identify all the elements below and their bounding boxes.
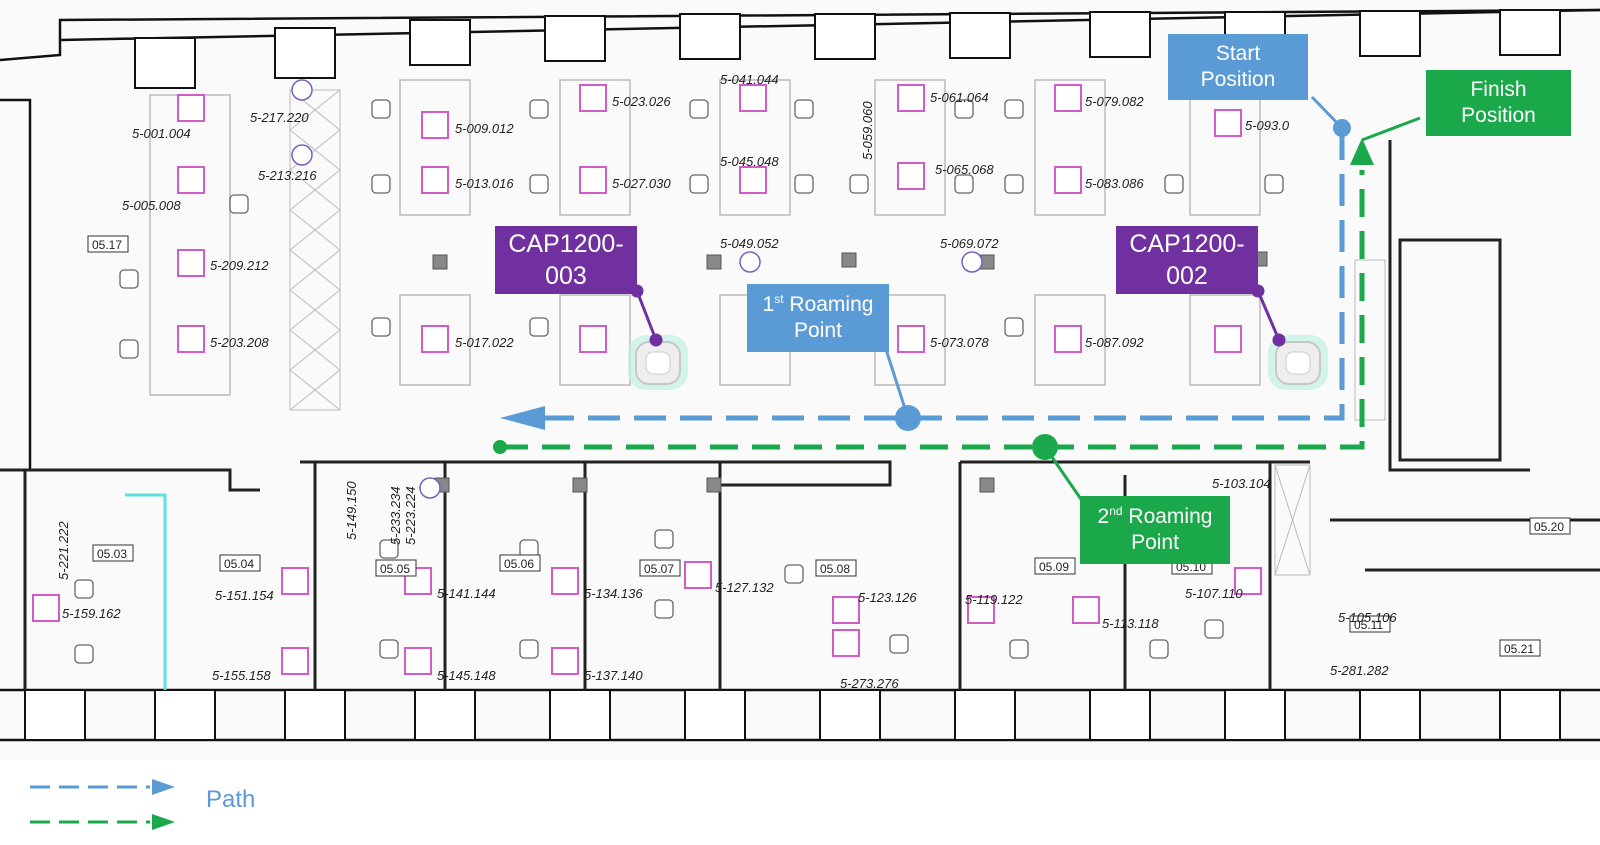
room-05-07: 05.07 bbox=[644, 562, 674, 576]
desk-label: 5-087.092 bbox=[1085, 335, 1144, 350]
ap-left-line2: 003 bbox=[545, 262, 587, 290]
blue-path bbox=[500, 95, 1351, 431]
access-point-002[interactable] bbox=[1268, 335, 1328, 390]
ap-left-line1: CAP1200- bbox=[508, 230, 624, 258]
desk-label: 5-145.148 bbox=[437, 668, 496, 683]
desk-label: 5-041.044 bbox=[720, 72, 779, 87]
desk-label: 5-281.282 bbox=[1330, 663, 1389, 678]
desk-label: 5-103.104 bbox=[1212, 476, 1271, 491]
desk-labels: 5-001.004 5-005.008 5-217.220 5-213.216 … bbox=[56, 72, 1397, 691]
desk-label: 5-045.048 bbox=[720, 154, 779, 169]
top-window-bays bbox=[134, 9, 1561, 89]
desk-label: 5-203.208 bbox=[210, 335, 269, 350]
access-point-003[interactable] bbox=[628, 335, 688, 390]
desk-label: 5-127.132 bbox=[715, 580, 774, 595]
desk-label: 5-009.012 bbox=[455, 121, 514, 136]
desk-label: 5-151.154 bbox=[215, 588, 274, 603]
desk-label: 5-005.008 bbox=[122, 198, 181, 213]
desk-label: 5-137.140 bbox=[584, 668, 643, 683]
ap-label-cap1200-002: CAP1200- 002 bbox=[1116, 226, 1258, 294]
desk-label: 5-155.158 bbox=[212, 668, 271, 683]
desk-label: 5-027.030 bbox=[612, 176, 671, 191]
storage-cabinets bbox=[289, 89, 1386, 576]
desk-label: 5-159.162 bbox=[62, 606, 121, 621]
green-path bbox=[493, 116, 1421, 506]
room-05-06: 05.06 bbox=[504, 557, 534, 571]
desk-label: 5-069.072 bbox=[940, 236, 999, 251]
desk-label: 5-141.144 bbox=[437, 586, 496, 601]
bottom-window-bays bbox=[24, 689, 1561, 741]
desk-label: 5-221.222 bbox=[56, 521, 71, 580]
start-line2: Position bbox=[1200, 68, 1276, 91]
finish-line2: Position bbox=[1461, 104, 1536, 127]
desk-label: 5-013.016 bbox=[455, 176, 514, 191]
finish-line1: Finish bbox=[1470, 77, 1527, 101]
roam2-sup: nd bbox=[1109, 503, 1123, 518]
desk-label: 5-113.118 bbox=[1102, 616, 1159, 631]
desk-label: 5-061.064 bbox=[930, 90, 989, 105]
room-05-03: 05.03 bbox=[97, 547, 127, 561]
desk-label: 5-213.216 bbox=[258, 168, 317, 183]
roam1-num: 1 bbox=[762, 292, 775, 316]
room-05-11: 05.11 bbox=[1354, 618, 1383, 632]
desk-label: 5-209.212 bbox=[210, 258, 269, 273]
cyan-door-frame bbox=[125, 493, 167, 690]
network-outlets bbox=[32, 84, 1262, 675]
desk-label: 5-079.082 bbox=[1085, 94, 1144, 109]
roam1-line2: Point bbox=[794, 319, 842, 342]
desk-label: 5-123.126 bbox=[858, 590, 917, 605]
desk-label: 5-093.0 bbox=[1245, 118, 1290, 133]
desk-label: 5-119.122 bbox=[965, 592, 1023, 607]
round-outlets bbox=[291, 79, 983, 499]
desk-label: 5-273.276 bbox=[840, 676, 899, 691]
roam2-rest: Roaming bbox=[1122, 504, 1213, 528]
room-05-05: 05.05 bbox=[380, 562, 410, 576]
room-05-21: 05.21 bbox=[1504, 642, 1534, 656]
desk-label: 5-065.068 bbox=[935, 162, 994, 177]
room-05-09: 05.09 bbox=[1039, 560, 1069, 574]
desk-label: 5-134.136 bbox=[584, 586, 643, 601]
desk-label: 5-107.110 bbox=[1185, 586, 1243, 601]
desk-label: 5-023.026 bbox=[612, 94, 671, 109]
desk-label: 5-105.106 bbox=[1338, 610, 1397, 625]
desk-label: 5-049.052 bbox=[720, 236, 779, 251]
legend-path-label: Path bbox=[206, 786, 256, 813]
desk-label: 5-001.004 bbox=[132, 126, 191, 141]
ap-right-line2: 002 bbox=[1166, 262, 1208, 290]
room-05-08: 05.08 bbox=[820, 562, 850, 576]
desk-label: 5-149.150 bbox=[344, 481, 359, 540]
start-line1: Start bbox=[1215, 41, 1261, 65]
ap-label-cap1200-003: CAP1200- 003 bbox=[495, 226, 637, 294]
room-05-17: 05.17 bbox=[92, 238, 122, 252]
desk-label: 5-059.060 bbox=[860, 101, 875, 160]
roam1-rest: Roaming bbox=[783, 292, 874, 316]
desk-clusters bbox=[149, 79, 1261, 396]
desk-label: 5-073.078 bbox=[930, 335, 989, 350]
room-05-20: 05.20 bbox=[1534, 520, 1564, 534]
ap-right-line1: CAP1200- bbox=[1129, 230, 1245, 258]
desk-label: 5-083.086 bbox=[1085, 176, 1144, 191]
roam2-num: 2 bbox=[1097, 504, 1110, 528]
roam1-sup: st bbox=[774, 291, 784, 306]
room-05-04: 05.04 bbox=[224, 557, 254, 571]
legend-lines bbox=[30, 779, 175, 830]
desk-label: 5-233.234 bbox=[388, 486, 403, 545]
desk-label: 5-223.224 bbox=[403, 486, 418, 545]
desk-label: 5-217.220 bbox=[250, 110, 309, 125]
desk-label: 5-017.022 bbox=[455, 335, 514, 350]
roam2-line2: Point bbox=[1131, 531, 1179, 554]
